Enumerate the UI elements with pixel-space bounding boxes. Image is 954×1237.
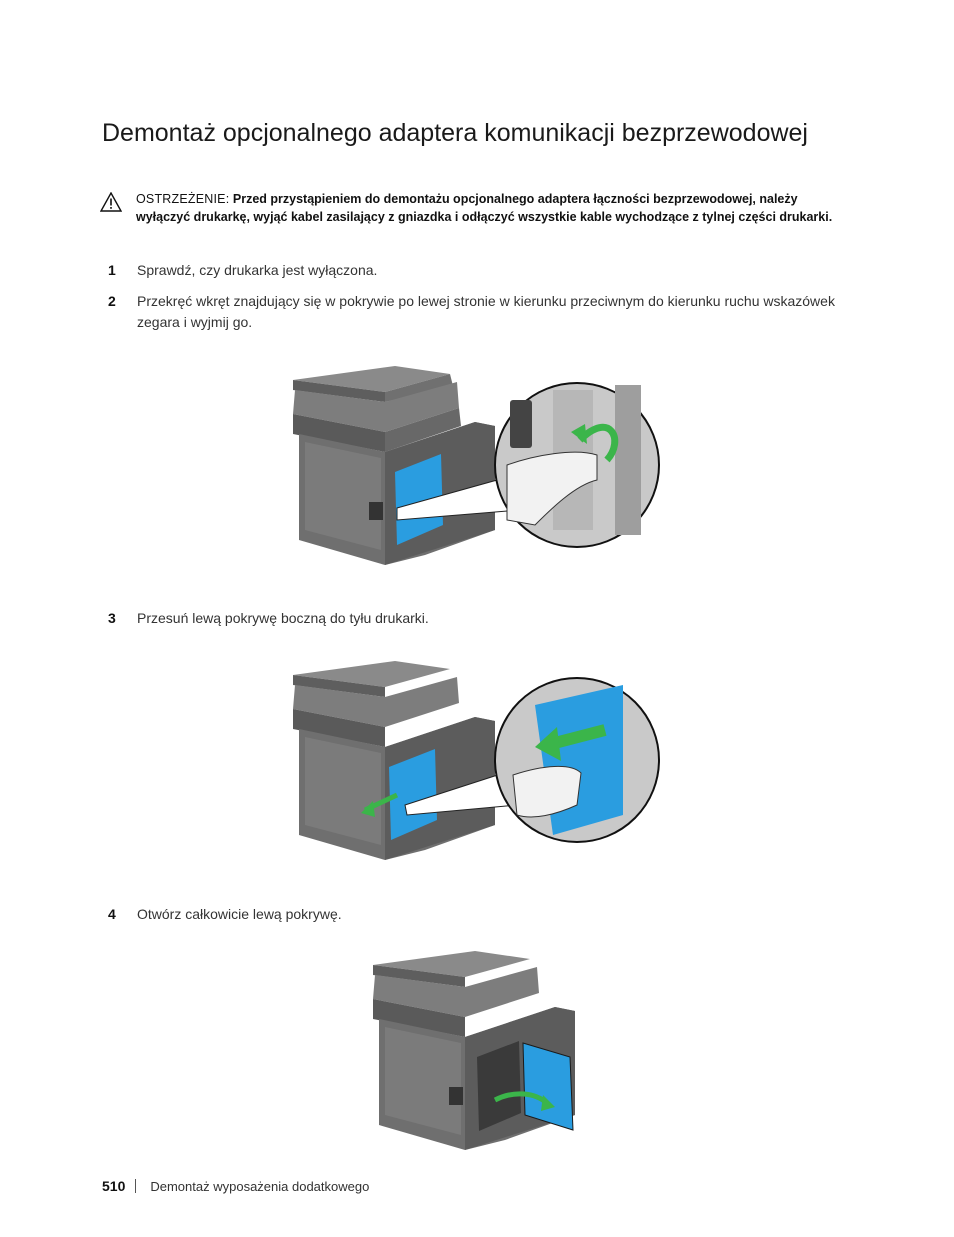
side-cover bbox=[395, 454, 443, 545]
step-4: 4 Otwórz całkowicie lewą pokrywę. bbox=[108, 904, 838, 925]
step-text: Sprawdź, czy drukarka jest wyłączona. bbox=[137, 262, 378, 278]
step-3: 3 Przesuń lewą pokrywę boczną do tyłu dr… bbox=[108, 608, 838, 629]
warning-text: Przed przystąpieniem do demontażu opcjon… bbox=[136, 192, 833, 224]
side-cover-open bbox=[522, 1042, 574, 1131]
side-cover bbox=[389, 749, 437, 840]
step-text: Przesuń lewą pokrywę boczną do tyłu druk… bbox=[137, 610, 429, 626]
footer-section: Demontaż wyposażenia dodatkowego bbox=[150, 1179, 370, 1194]
warning-label: OSTRZEŻENIE: bbox=[136, 192, 230, 206]
step-number: 1 bbox=[108, 262, 116, 278]
step-text: Otwórz całkowicie lewą pokrywę. bbox=[137, 906, 342, 922]
warning-notice: OSTRZEŻENIE: Przed przystąpieniem do dem… bbox=[100, 190, 850, 226]
page-footer: 510 Demontaż wyposażenia dodatkowego bbox=[102, 1178, 369, 1194]
step-1: 1 Sprawdź, czy drukarka jest wyłączona. bbox=[108, 260, 838, 281]
figure-open-cover bbox=[373, 951, 575, 1150]
page-number: 510 bbox=[102, 1178, 126, 1194]
footer-separator bbox=[135, 1179, 137, 1193]
arrow-slide-icon bbox=[535, 727, 561, 761]
step-text: Przekręć wkręt znajdujący się w pokrywie… bbox=[137, 293, 835, 330]
page-title: Demontaż opcjonalnego adaptera komunikac… bbox=[102, 119, 808, 147]
arrow-rotate-icon bbox=[577, 423, 619, 463]
step-number: 3 bbox=[108, 610, 116, 626]
printer-illustration bbox=[293, 661, 495, 860]
figure-remove-screw bbox=[293, 366, 660, 565]
step-number: 2 bbox=[108, 293, 116, 309]
figure-slide-cover bbox=[293, 661, 660, 860]
step-number: 4 bbox=[108, 906, 116, 922]
warning-triangle-icon bbox=[100, 192, 122, 212]
step-2: 2 Przekręć wkręt znajdujący się w pokryw… bbox=[108, 291, 838, 333]
printer-illustration bbox=[293, 366, 495, 565]
printer-illustration bbox=[373, 951, 575, 1150]
